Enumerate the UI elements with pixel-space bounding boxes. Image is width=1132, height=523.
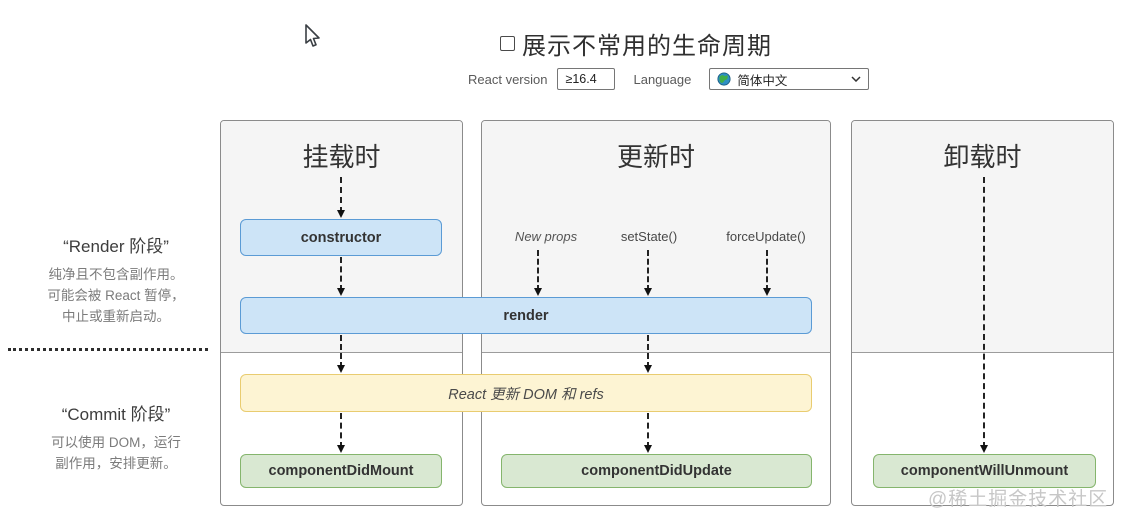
trigger-force-update[interactable]: forceUpdate() [726, 229, 806, 244]
arrow-render-to-dom-update-right [643, 335, 652, 373]
globe-icon [717, 72, 731, 86]
commit-phase-title: “Commit 阶段” [61, 405, 171, 424]
arrow-force-update-to-render [762, 250, 771, 296]
react-version-select[interactable]: ≥16.4 [557, 68, 616, 90]
unmounting-panel: 卸载时 [851, 120, 1114, 506]
unmounting-render-phase-area [852, 121, 1113, 353]
react-version-label: React version [468, 71, 548, 87]
updating-panel-title: 更新时 [616, 142, 695, 172]
arrow-constructor-to-render [336, 257, 345, 296]
commit-phase-description: “Commit 阶段” 可以使用 DOM，运行 副作用，安排更新。 [14, 400, 218, 474]
arrow-dom-update-to-did-update [643, 413, 652, 453]
node-component-did-mount[interactable]: componentDidMount [240, 454, 442, 488]
mounting-panel-title: 挂载时 [302, 142, 381, 172]
trigger-new-props: New props [514, 229, 578, 244]
render-phase-description: “Render 阶段” 纯净且不包含副作用。 可能会被 React 暂停， 中止… [14, 232, 218, 327]
arrow-mount-to-constructor [336, 177, 345, 218]
arrow-set-state-to-render [643, 250, 652, 296]
render-phase-line: 纯净且不包含副作用。 [48, 267, 184, 282]
phase-dotted-divider [8, 348, 208, 351]
mouse-cursor-icon [305, 24, 320, 47]
language-select[interactable]: 简体中文 [709, 68, 870, 90]
show-uncommon-lifecycles-checkbox[interactable] [500, 36, 515, 51]
page-header: 展示不常用的生命周期 [500, 26, 772, 61]
node-constructor[interactable]: constructor [240, 219, 442, 256]
language-label: Language [633, 71, 692, 87]
react-version-value: ≥16.4 [565, 72, 597, 86]
unmounting-panel-title: 卸载时 [943, 142, 1022, 172]
arrow-new-props-to-render [533, 250, 542, 296]
render-phase-line: 可能会被 React 暂停， [47, 288, 185, 303]
node-component-did-update[interactable]: componentDidUpdate [501, 454, 812, 488]
node-component-will-unmount[interactable]: componentWillUnmount [873, 454, 1096, 488]
trigger-set-state[interactable]: setState() [620, 229, 678, 244]
commit-phase-line: 副作用，安排更新。 [55, 456, 177, 471]
language-value: 简体中文 [737, 73, 788, 88]
page-title: 展示不常用的生命周期 [522, 33, 772, 60]
commit-phase-line: 可以使用 DOM，运行 [51, 435, 181, 450]
render-phase-title: “Render 阶段” [63, 237, 169, 256]
node-react-updates-dom: React 更新 DOM 和 refs [240, 374, 812, 412]
render-phase-line: 中止或重新启动。 [62, 309, 170, 324]
node-render[interactable]: render [240, 297, 812, 334]
chevron-down-icon [851, 76, 861, 82]
watermark: @稀土掘金技术社区 [928, 489, 1109, 510]
arrow-dom-update-to-did-mount [336, 413, 345, 453]
controls-row: React version ≥16.4 Language 简体中文 [468, 68, 870, 90]
arrow-unmount-to-will-unmount [979, 177, 988, 453]
arrow-render-to-dom-update-left [336, 335, 345, 373]
